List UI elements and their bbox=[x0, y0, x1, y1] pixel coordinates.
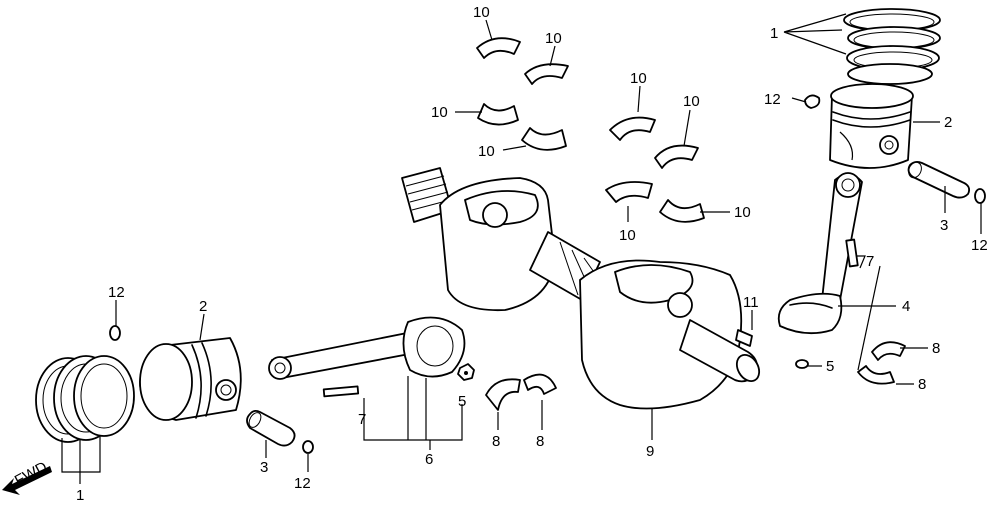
callout-2-right: 2 bbox=[944, 114, 952, 131]
callout-1-right: 1 bbox=[770, 25, 778, 42]
piston-right bbox=[829, 83, 914, 169]
callout-10-f: 10 bbox=[683, 93, 700, 110]
callout-7-left: 7 bbox=[358, 411, 366, 428]
piston-rings-left bbox=[35, 355, 135, 443]
rod-bearing-left-b bbox=[523, 373, 557, 395]
connecting-rod-right bbox=[777, 172, 863, 335]
callout-12-left-bottom: 12 bbox=[294, 475, 311, 492]
nut-left bbox=[457, 363, 475, 381]
piston-pin-left bbox=[246, 409, 296, 447]
callout-6: 6 bbox=[425, 451, 433, 468]
callout-4: 4 bbox=[902, 298, 910, 315]
woodruff-key bbox=[735, 329, 753, 347]
piston-rings-right bbox=[843, 8, 941, 85]
callout-12-left-top: 12 bbox=[108, 284, 125, 301]
clip-right-mid bbox=[974, 188, 986, 204]
callout-7-right: 7 bbox=[866, 253, 874, 270]
callout-8-right-upper: 8 bbox=[932, 340, 940, 357]
piston-pin-right bbox=[907, 160, 971, 199]
callout-2-left: 2 bbox=[199, 298, 207, 315]
callout-8-right-lower: 8 bbox=[918, 376, 926, 393]
fwd-label: FWD bbox=[12, 458, 50, 489]
callout-5-right: 5 bbox=[826, 358, 834, 375]
clip-right-top bbox=[804, 94, 821, 109]
fwd-arrow bbox=[2, 466, 52, 495]
callout-1-left: 1 bbox=[76, 487, 84, 504]
clip-left-bottom bbox=[302, 440, 314, 454]
callout-10-d: 10 bbox=[478, 143, 495, 160]
callout-3-left: 3 bbox=[260, 459, 268, 476]
piston-left bbox=[139, 337, 242, 421]
callout-8-left-b: 8 bbox=[536, 433, 544, 450]
clip-left-top bbox=[109, 325, 121, 341]
crankshaft bbox=[401, 167, 761, 410]
callout-5-left: 5 bbox=[458, 393, 466, 410]
callout-9: 9 bbox=[646, 443, 654, 460]
callout-10-g: 10 bbox=[619, 227, 636, 244]
callout-11: 11 bbox=[743, 294, 759, 311]
callout-10-c: 10 bbox=[431, 104, 448, 121]
callout-10-b: 10 bbox=[545, 30, 562, 47]
rod-bearing-left-a bbox=[485, 378, 521, 411]
callout-12-right-mid: 12 bbox=[971, 237, 988, 254]
connecting-rod-left bbox=[268, 316, 466, 398]
main-bearings bbox=[476, 37, 705, 223]
callout-3-right: 3 bbox=[940, 217, 948, 234]
callout-8-left-a: 8 bbox=[492, 433, 500, 450]
callout-10-a: 10 bbox=[473, 4, 490, 21]
rod-bearing-right-lower bbox=[857, 365, 895, 385]
callout-10-h: 10 bbox=[734, 204, 751, 221]
callout-labels: 1 12 2 3 12 7 4 5 8 8 11 9 10 10 10 10 1… bbox=[76, 4, 988, 504]
nut-right bbox=[795, 359, 809, 369]
callout-10-e: 10 bbox=[630, 70, 647, 87]
leader-lines bbox=[61, 13, 982, 484]
callout-12-right-top: 12 bbox=[764, 91, 781, 108]
rod-bearing-right-upper bbox=[871, 341, 906, 361]
